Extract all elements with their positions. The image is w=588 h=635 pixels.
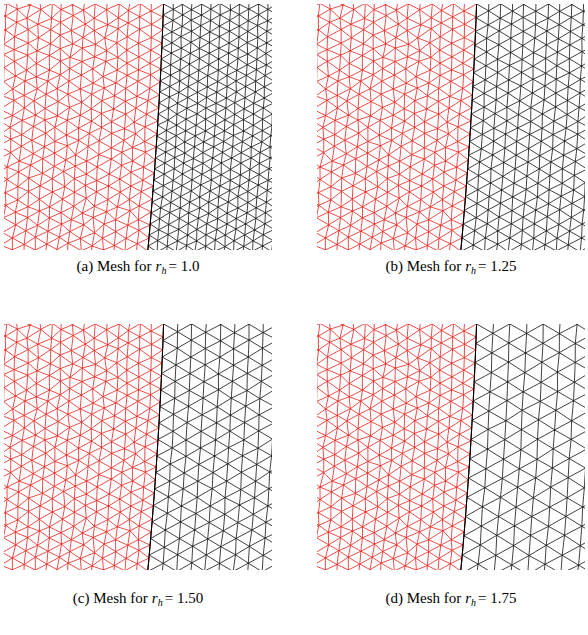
red-mesh: [4, 4, 164, 250]
symbol-r: r: [156, 258, 162, 274]
caption-value: = 1.50: [165, 590, 203, 606]
mesh-panel: [4, 324, 272, 570]
caption-value: = 1.75: [478, 590, 516, 606]
interface-line: [461, 324, 477, 570]
black-mesh: [458, 4, 585, 250]
figure-caption: (a) Mesh forrh= 1.0: [77, 258, 200, 276]
red-mesh: [317, 324, 477, 570]
red-mesh: [317, 4, 477, 250]
mesh-panel: [317, 4, 585, 250]
caption-text: (a) Mesh for: [77, 258, 152, 274]
symbol-r: r: [152, 590, 158, 606]
figure-caption: (b) Mesh forrh= 1.25: [385, 258, 516, 276]
interface-line: [148, 324, 164, 570]
mesh-panel: [4, 4, 272, 250]
subscript-h: h: [158, 597, 163, 608]
caption-text: (d) Mesh for: [385, 590, 461, 606]
black-mesh: [145, 4, 272, 250]
interface-line: [148, 4, 164, 250]
caption-text: (b) Mesh for: [385, 258, 461, 274]
red-mesh: [4, 324, 164, 570]
caption-value: = 1.0: [168, 258, 199, 274]
black-mesh: [457, 324, 585, 570]
subscript-h: h: [471, 597, 476, 608]
caption-value: = 1.25: [478, 258, 516, 274]
symbol-r: r: [465, 258, 471, 274]
mesh-panel: [317, 324, 585, 570]
caption-text: (c) Mesh for: [73, 590, 148, 606]
interface-line: [461, 4, 477, 250]
symbol-r: r: [465, 590, 471, 606]
figure-caption: (d) Mesh forrh= 1.75: [385, 590, 516, 608]
figure-caption: (c) Mesh forrh= 1.50: [73, 590, 203, 608]
subscript-h: h: [471, 265, 476, 276]
subscript-h: h: [161, 265, 166, 276]
black-mesh: [145, 324, 273, 570]
